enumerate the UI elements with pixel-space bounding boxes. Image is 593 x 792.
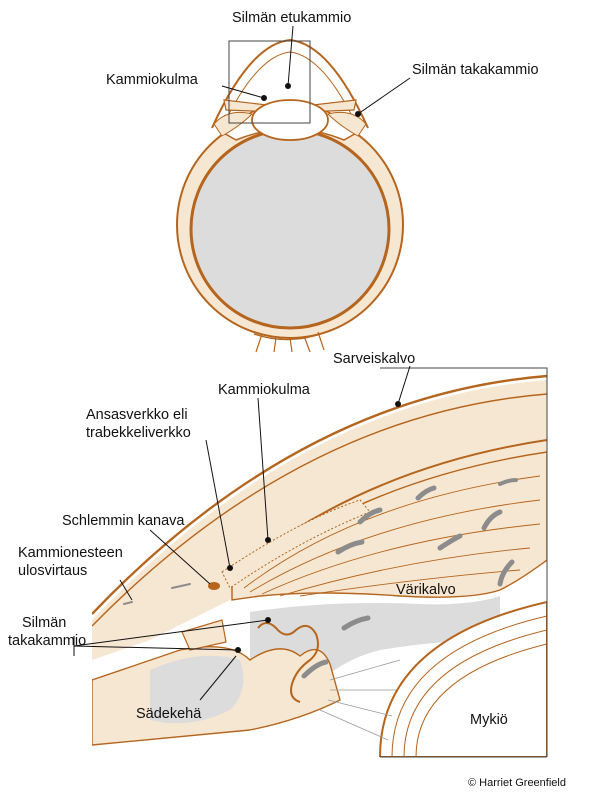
dot-posterior-chamber-top [355,111,361,117]
label-iris: Värikalvo [396,582,456,598]
label-anterior-chamber: Silmän etukammio [232,10,351,26]
label-outflow-2: ulosvirtaus [18,563,87,579]
dot-posterior-chamber-bottom-2 [235,647,241,653]
eye-overview: Silmän etukammio Kammiokulma Silmän taka… [106,10,539,352]
chamber-angle-detail: Sarveiskalvo Kammiokulma Ansasverkko eli… [8,351,547,757]
label-posterior-chamber-2: takakammio [8,633,86,649]
dot-trabecular [227,565,233,571]
label-chamber-angle-top: Kammiokulma [106,72,199,88]
label-cornea: Sarveiskalvo [333,351,415,367]
dot-anterior-chamber [285,83,291,89]
label-schlemm: Schlemmin kanava [62,513,185,529]
dot-posterior-chamber-bottom-1 [265,617,271,623]
label-posterior-chamber-top: Silmän takakammio [412,62,539,78]
label-chamber-angle-bottom: Kammiokulma [218,382,311,398]
lens-overview [252,100,328,140]
dot-chamber-angle-top [261,95,267,101]
leader-anterior-chamber [288,26,293,86]
dot-cornea [395,401,401,407]
ciliary-fragment [182,620,226,650]
leader-cornea [398,366,410,404]
label-posterior-chamber-1: Silmän [22,615,66,631]
label-lens: Mykiö [470,712,508,728]
label-outflow-1: Kammionesteen [18,545,123,561]
label-trabecular-2: trabekkeliverkko [86,425,191,441]
label-ciliary-body: Sädekehä [136,706,202,722]
credit-text: © Harriet Greenfield [468,777,566,789]
dot-chamber-angle-bottom [265,537,271,543]
label-trabecular-1: Ansasverkko eli [86,407,188,423]
vitreous-body [191,130,389,328]
leader-posterior-chamber-top [358,78,410,114]
